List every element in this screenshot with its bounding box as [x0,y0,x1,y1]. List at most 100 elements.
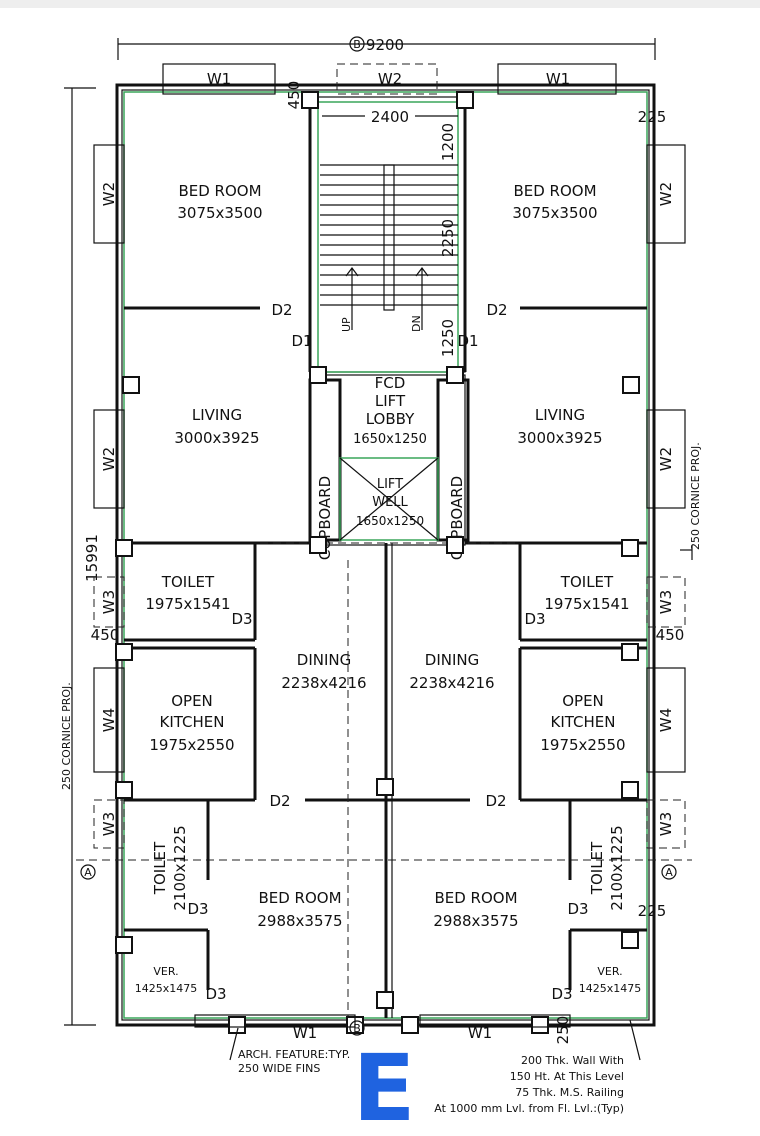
structural-column [622,376,640,394]
window-w3-right-1 [646,576,686,628]
room-toilet2-l-name: TOILET [151,841,169,895]
grid-bubble-left-label: A [84,866,92,879]
room-bed-br-name: BED ROOM [434,889,517,907]
lift-well [339,457,439,541]
label-w2: W2 [100,182,118,206]
overall-width: 9200 [366,36,404,54]
room-toilet-l-name: TOILET [161,573,215,591]
door-d3: D3 [551,985,572,1003]
note-arch-1: ARCH. FEATURE:TYP. [238,1048,350,1061]
overall-depth: 15991 [83,534,101,582]
stair-dim-2250: 2250 [439,219,457,257]
structural-column [621,781,639,799]
note-arch-2: 250 WIDE FINS [238,1062,320,1075]
top-dimension: B 9200 [117,36,656,60]
structural-column [376,991,394,1009]
structural-column [401,1016,419,1034]
stair-dn-label: DN [410,315,423,332]
bottom-notes: ARCH. FEATURE:TYP. 250 WIDE FINS 200 Thk… [229,1019,641,1115]
room-living-l-size: 3000x3925 [174,429,259,447]
door-labels: D2 D2 D3 D3 D2 D2 D3 D3 D3 D3 [187,301,588,1003]
window-w4-left [93,667,125,773]
room-kitchen-r-line1: OPEN [562,692,604,710]
label-w2: W2 [657,447,675,471]
door-d1-left: D1 [291,332,312,350]
door-d3: D3 [231,610,252,628]
grid-bubble-top [349,36,365,52]
right-windows: W2 W2 W3 W4 W3 450 225 [638,144,686,920]
structural-column [122,376,140,394]
dim-450-left: 450 [91,626,120,644]
note-cornice-right: 250 CORNICE PROJ. [689,442,702,550]
label-w3: W3 [100,590,118,614]
label-w1: W1 [207,70,231,88]
room-kitchen-l-line2: KITCHEN [160,713,225,731]
door-d2: D2 [485,792,506,810]
structural-column [531,1016,549,1034]
door-d3: D3 [567,900,588,918]
core: CUPBOARD CUPBOARD FCD LIFT LOBBY 1650x12… [308,374,470,560]
room-bed-tr-name: BED ROOM [513,182,596,200]
lift-size: 1650x1250 [356,514,424,528]
structural-column [456,91,474,109]
lobby-line1: FCD [375,374,406,392]
lobby-line3: LOBBY [366,410,415,428]
structural-column [115,936,133,954]
structural-column [115,539,133,557]
stair-handrail [383,164,395,311]
stair-up-label: UP [340,317,353,332]
door-d2: D2 [271,301,292,319]
room-toilet-r-size: 1975x1541 [544,595,629,613]
stair-width-dim: 2400 [371,108,409,126]
lift-line1: LIFT [377,477,403,492]
door-d2: D2 [486,301,507,319]
room-kitchen-l-size: 1975x2550 [149,736,234,754]
lobby-size: 1650x1250 [353,432,427,447]
window-w1-top-left [162,63,276,95]
structural-column [309,536,327,554]
structural-column [309,366,327,384]
label-w3: W3 [657,812,675,836]
room-kitchen-r-size: 1975x2550 [540,736,625,754]
room-dining-r-size: 2238x4216 [409,674,494,692]
structural-column [446,366,464,384]
window-w3-left-2 [93,799,125,849]
room-ver-l-size: 1425x1475 [135,982,198,995]
room-toilet-r-name: TOILET [560,573,614,591]
structural-column [446,536,464,554]
grid-bubble-right [661,864,677,880]
door-d3: D3 [524,610,545,628]
left-windows: W2 W2 W3 W4 W3 450 [91,144,125,849]
watermark-letter: E [353,1035,416,1136]
stair-dim-1250: 1250 [439,319,457,357]
label-w3: W3 [657,590,675,614]
structural-column [115,643,133,661]
note-rail-4: At 1000 mm Lvl. from Fl. Lvl.:(Typ) [434,1102,624,1115]
grid-bubble-bottom [349,1020,365,1036]
room-bed-tl-name: BED ROOM [178,182,261,200]
dim-450-right: 450 [656,626,685,644]
dim-225-top: 225 [638,108,667,126]
room-toilet2-l-size: 2100x1225 [171,825,189,910]
note-rail-3: 75 Thk. M.S. Railing [515,1086,624,1099]
room-bed-tr-size: 3075x3500 [512,204,597,222]
room-dining-l-name: DINING [297,651,351,669]
stair-dim-1200: 1200 [439,123,457,161]
room-bed-bl-size: 2988x3575 [257,912,342,930]
room-ver-r-name: VER. [597,965,622,978]
label-w1: W1 [546,70,570,88]
room-dining-r-name: DINING [425,651,479,669]
bottom-windows: W1 W1 250 B [194,1014,572,1044]
room-toilet2-r-size: 2100x1225 [608,825,626,910]
door-d3: D3 [205,985,226,1003]
room-bed-tl-size: 3075x3500 [177,204,262,222]
label-w1-bottom-right: W1 [468,1024,492,1042]
room-kitchen-l-line1: OPEN [171,692,213,710]
label-w2: W2 [100,447,118,471]
window-w3-right-2 [646,799,686,849]
label-w3: W3 [100,812,118,836]
room-bed-bl-name: BED ROOM [258,889,341,907]
grid-bubble-bottom-label: B [353,1022,361,1035]
columns [115,91,640,1034]
structural-column [301,91,319,109]
